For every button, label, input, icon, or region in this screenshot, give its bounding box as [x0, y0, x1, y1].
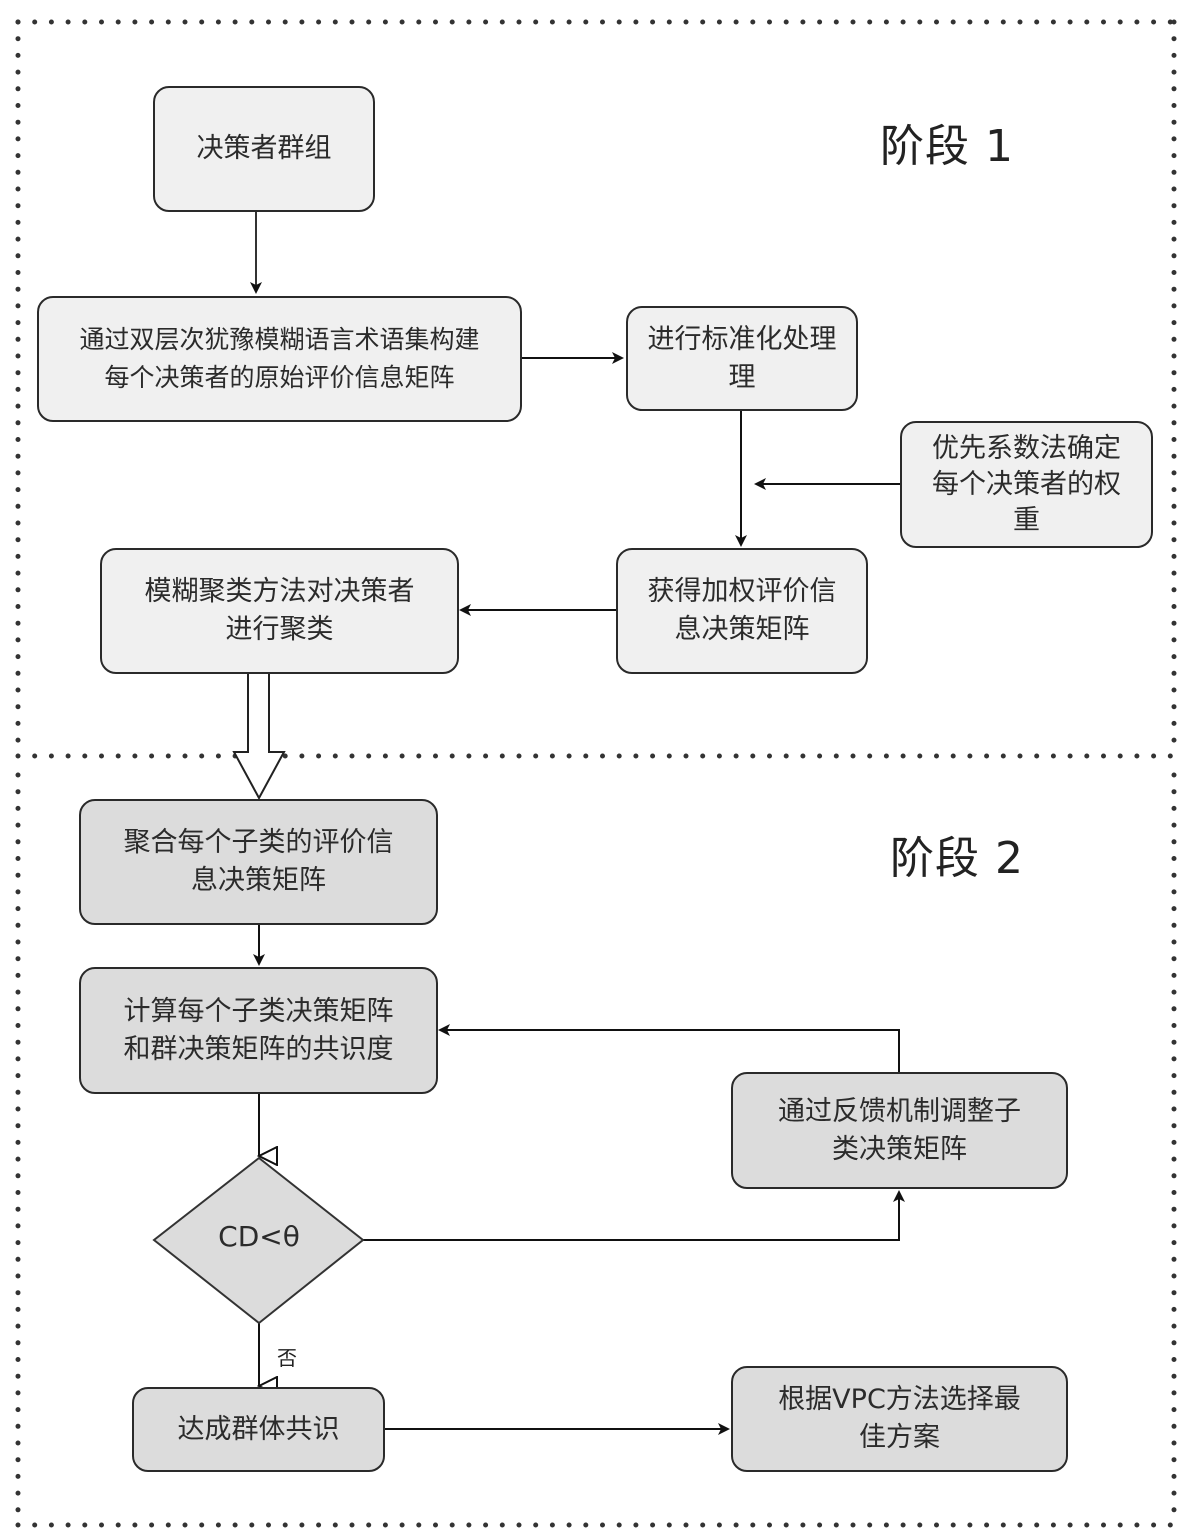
node-label: 进行标准化处理 理: [647, 323, 837, 393]
node-label: 优先系数法确定 每个决策者的权 重: [932, 432, 1121, 536]
node-feedback-adjust[interactable]: 通过反馈机制调整子 类决策矩阵: [731, 1072, 1068, 1189]
phase-1-title: 阶段 1: [880, 121, 1014, 172]
phase1-boundary: [15, 19, 1177, 759]
node-label: 模糊聚类方法对决策者 进行聚类: [144, 576, 415, 645]
node-label: 计算每个子类决策矩阵 和群决策矩阵的共识度: [123, 995, 394, 1065]
node-label: 根据VPC方法选择最 佳方案: [778, 1384, 1021, 1453]
node-normalization[interactable]: 进行标准化处理 理: [626, 306, 858, 411]
node-aggregate-subclass[interactable]: 聚合每个子类的评价信 息决策矩阵: [79, 799, 438, 925]
node-priority-weights[interactable]: 优先系数法确定 每个决策者的权 重: [900, 421, 1153, 548]
edge-clustering-to-aggregate: [232, 673, 286, 801]
node-label: 达成群体共识: [177, 1413, 340, 1445]
node-compute-consensus[interactable]: 计算每个子类决策矩阵 和群决策矩阵的共识度: [79, 967, 438, 1094]
phase-2-title: 阶段 2: [890, 833, 1024, 884]
decision-label: CD<θ: [218, 1220, 300, 1253]
decision-diamond[interactable]: [152, 1156, 365, 1325]
node-weighted-matrix[interactable]: 获得加权评价信 息决策矩阵: [616, 548, 868, 674]
edge-decision-to-feedback: [363, 1190, 905, 1241]
node-label: 通过反馈机制调整子 类决策矩阵: [778, 1095, 1021, 1165]
node-label: 获得加权评价信 息决策矩阵: [647, 576, 837, 645]
node-label: 通过双层次犹豫模糊语言术语集构建 每个决策者的原始评价信息矩阵: [79, 325, 480, 392]
node-label: 聚合每个子类的评价信 息决策矩阵: [123, 827, 394, 896]
node-label: 决策者群组: [196, 133, 332, 164]
node-decision-maker-group[interactable]: 决策者群组: [153, 86, 375, 212]
edge-label-no: 否: [277, 1346, 297, 1370]
node-build-original-matrix[interactable]: 通过双层次犹豫模糊语言术语集构建 每个决策者的原始评价信息矩阵: [37, 296, 522, 422]
node-reach-consensus[interactable]: 达成群体共识: [132, 1387, 385, 1472]
node-fuzzy-clustering[interactable]: 模糊聚类方法对决策者 进行聚类: [100, 548, 459, 674]
node-select-best-vpc[interactable]: 根据VPC方法选择最 佳方案: [731, 1366, 1068, 1472]
edge-feedback-to-consensus: [438, 1024, 900, 1073]
